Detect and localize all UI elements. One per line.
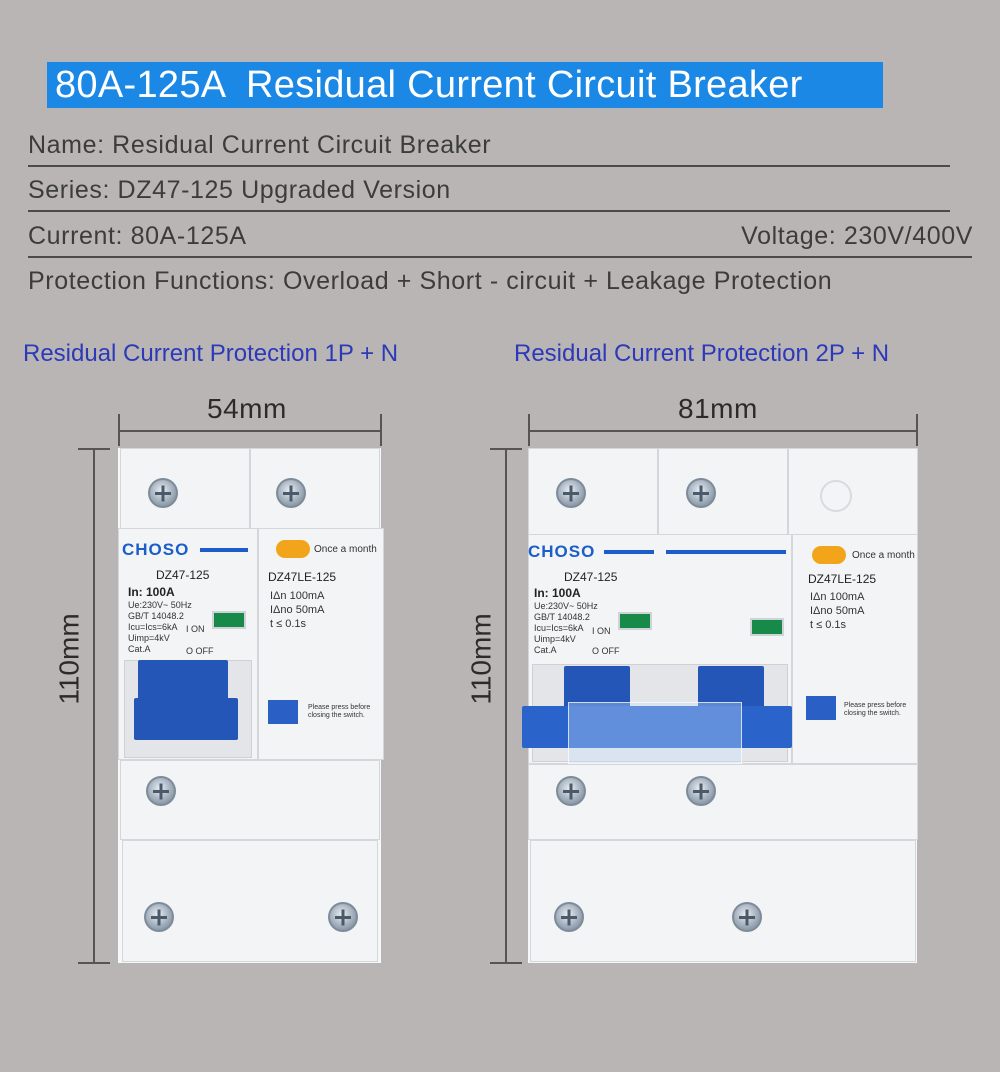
- spec-voltage: Voltage: 230V/400V: [741, 222, 973, 250]
- rcd-model-label: DZ47LE-125: [808, 572, 877, 586]
- terminal-block: [120, 448, 250, 530]
- detail-text: Cat.A: [128, 644, 151, 654]
- left-height-label: 110mm: [53, 613, 85, 705]
- right-width-label: 81mm: [678, 393, 758, 424]
- spec-protection: Protection Functions: Overload + Short -…: [28, 267, 833, 295]
- rcd-model-label: DZ47LE-125: [268, 570, 337, 584]
- screw-icon: [148, 478, 178, 508]
- on-label: I ON: [186, 624, 205, 634]
- detail-text: Ue:230V~ 50Hz: [128, 600, 192, 610]
- right-height-line: [505, 448, 507, 963]
- left-height-line: [93, 448, 95, 963]
- brand-bar: [666, 550, 786, 554]
- status-indicator: [750, 618, 784, 636]
- dimension-tick: [118, 414, 120, 446]
- base-block: [530, 840, 916, 962]
- reset-button[interactable]: [806, 696, 836, 720]
- off-label: O OFF: [186, 646, 214, 656]
- model-label: DZ47-125: [564, 570, 618, 584]
- clear-cover: [568, 702, 742, 764]
- title-banner: 80A-125A Residual Current Circuit Breake…: [47, 62, 883, 108]
- dimension-tick: [78, 448, 110, 450]
- status-indicator: [618, 612, 652, 630]
- dimension-tick: [528, 414, 530, 446]
- rcd-spec: IΔn 100mA: [810, 591, 865, 603]
- divider: [28, 165, 950, 167]
- rcd-spec: IΔno 50mA: [810, 605, 865, 617]
- rating-label: In: 100A: [128, 585, 175, 599]
- spec-series: Series: DZ47-125 Upgraded Version: [28, 176, 451, 204]
- detail-text: GB/T 14048.2: [128, 611, 184, 621]
- rcd-spec: t ≤ 0.1s: [810, 619, 846, 631]
- brand-bar: [200, 548, 248, 552]
- rcd-spec: IΔn 100mA: [270, 590, 325, 602]
- rcd-spec: IΔno 50mA: [270, 604, 325, 616]
- divider: [28, 210, 950, 212]
- detail-text: Uimp=4kV: [128, 633, 170, 643]
- brand-logo: CHOSO: [528, 542, 596, 561]
- test-button[interactable]: [276, 540, 310, 558]
- spec-current: Current: 80A-125A: [28, 222, 247, 250]
- detail-text: Cat.A: [534, 645, 557, 655]
- detail-text: GB/T 14048.2: [534, 612, 590, 622]
- left-breaker: CHOSO DZ47-125 In: 100A Ue:230V~ 50Hz GB…: [118, 448, 384, 963]
- model-label: DZ47-125: [156, 568, 210, 582]
- screw-icon: [554, 902, 584, 932]
- right-height-label: 110mm: [465, 613, 497, 705]
- dimension-tick: [380, 414, 382, 446]
- rating-label: In: 100A: [534, 586, 581, 600]
- empty-terminal: [820, 480, 852, 512]
- tie-bar[interactable]: [522, 706, 792, 748]
- screw-icon: [556, 776, 586, 806]
- rcd-face: [792, 534, 918, 764]
- detail-text: Ue:230V~ 50Hz: [534, 601, 598, 611]
- screw-icon: [144, 902, 174, 932]
- screw-icon: [146, 776, 176, 806]
- spec-name: Name: Residual Current Circuit Breaker: [28, 131, 492, 159]
- screw-icon: [276, 478, 306, 508]
- dimension-tick: [78, 962, 110, 964]
- terminal-block: [788, 448, 918, 536]
- screw-icon: [556, 478, 586, 508]
- base-block: [122, 840, 378, 962]
- test-label: Once a month: [314, 544, 377, 555]
- screw-icon: [328, 902, 358, 932]
- toggle-lever[interactable]: [134, 698, 238, 740]
- terminal-block: [250, 448, 380, 530]
- detail-text: Icu=Ics=6kA: [534, 623, 584, 633]
- rcd-face: [258, 528, 384, 760]
- left-width-label: 54mm: [207, 393, 287, 424]
- notice-text: Please press before closing the switch.: [844, 702, 907, 717]
- right-product-title: Residual Current Protection 2P + N: [514, 340, 890, 367]
- on-label: I ON: [592, 626, 611, 636]
- screw-icon: [686, 478, 716, 508]
- dimension-tick: [916, 414, 918, 446]
- rcd-spec: t ≤ 0.1s: [270, 618, 306, 630]
- reset-button[interactable]: [268, 700, 298, 724]
- off-label: O OFF: [592, 646, 620, 656]
- right-breaker: CHOSO DZ47-125 In: 100A Ue:230V~ 50Hz GB…: [522, 448, 918, 963]
- screw-icon: [686, 776, 716, 806]
- dimension-tick: [490, 448, 522, 450]
- right-width-line: [528, 430, 917, 432]
- notice-text: Please press before closing the switch.: [308, 704, 371, 719]
- detail-text: Uimp=4kV: [534, 634, 576, 644]
- lower-body: [528, 764, 918, 840]
- divider: [28, 256, 972, 258]
- left-width-line: [118, 430, 381, 432]
- terminal-block: [528, 448, 658, 536]
- test-label: Once a month: [852, 550, 915, 561]
- detail-text: Icu=Ics=6kA: [128, 622, 178, 632]
- screw-icon: [732, 902, 762, 932]
- status-indicator: [212, 611, 246, 629]
- test-button[interactable]: [812, 546, 846, 564]
- brand-logo: CHOSO: [122, 540, 190, 559]
- brand-bar: [604, 550, 654, 554]
- left-product-title: Residual Current Protection 1P + N: [23, 340, 399, 367]
- dimension-tick: [490, 962, 522, 964]
- terminal-block: [658, 448, 788, 536]
